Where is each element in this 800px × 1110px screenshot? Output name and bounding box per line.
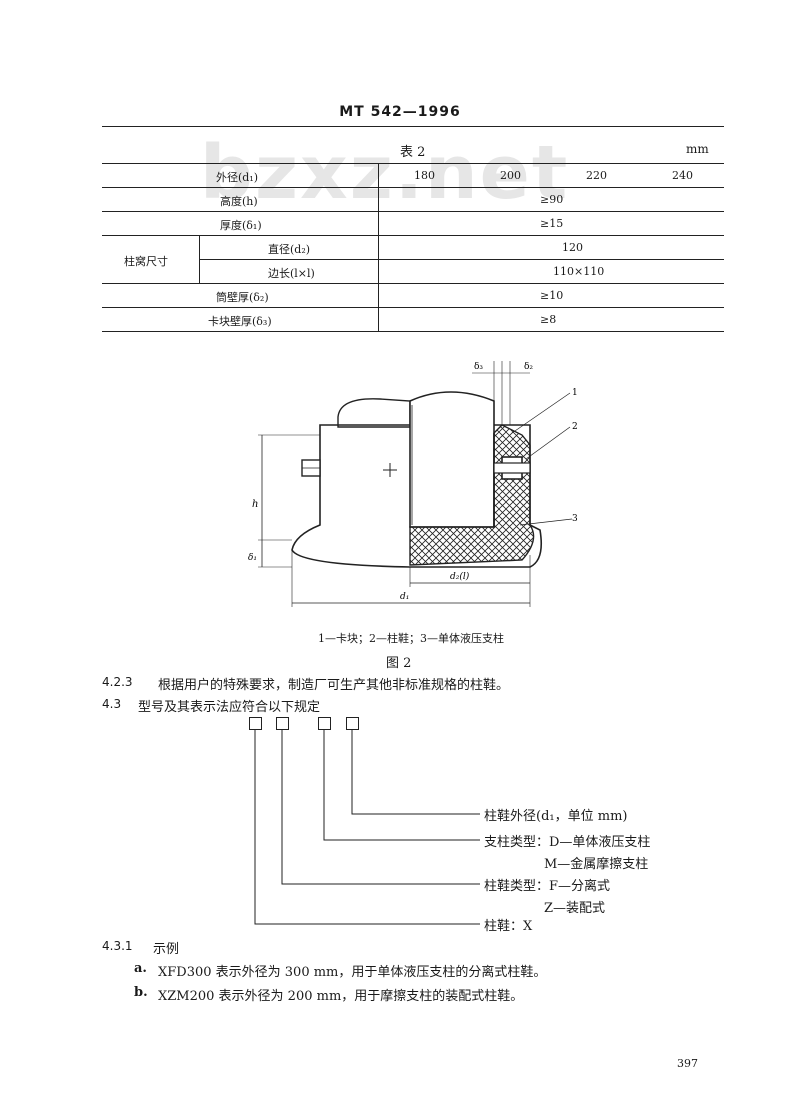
label-1: 1 [572, 388, 578, 398]
example-a-text: XFD300 表示外径为 300 mm，用于单体液压支柱的分离式柱鞋。 [158, 965, 547, 980]
code-desc-shoe-type-z: Z—装配式 [544, 901, 606, 916]
table-col-divider [378, 163, 379, 331]
section-4-2-3-number: 4.2.3 [102, 675, 133, 689]
code-box-shoe-type [276, 717, 289, 730]
figure-2-drawing: δ₃ δ₂ 1 2 3 h δ₁ d₂(l) d₁ [248, 361, 578, 607]
label-delta3: δ₃ [474, 362, 483, 372]
section-4-3-number: 4.3 [102, 697, 122, 711]
cell-height: ≥90 [540, 193, 564, 206]
example-b-text: XZM200 表示外径为 200 mm，用于摩擦支柱的装配式柱鞋。 [158, 989, 524, 1004]
cell-outer-240: 240 [672, 169, 693, 182]
code-desc-outer-diameter: 柱鞋外径(d₁，单位 mm) [484, 809, 628, 824]
cell-diameter: 120 [562, 241, 583, 254]
row-label-diameter: 直径(d₂) [268, 243, 311, 256]
table-rule [102, 283, 724, 284]
section-4-3-1-title: 示例 [153, 942, 180, 957]
row-label-thickness: 厚度(δ₁) [220, 219, 262, 232]
code-desc-shoe: 柱鞋：X [484, 919, 533, 934]
cell-outer-220: 220 [586, 169, 607, 182]
table-rule-top [102, 163, 724, 164]
label-d1: d₁ [400, 592, 409, 602]
code-desc-prop-type-d: 支柱类型：D—单体液压支柱 [484, 835, 651, 850]
label-2: 2 [572, 422, 578, 432]
row-label-socket: 柱窝尺寸 [124, 255, 168, 268]
figure-legend: 1—卡块；2—柱鞋；3—单体液压支柱 [318, 632, 504, 645]
row-label-tube-wall: 筒壁厚(δ₂) [216, 291, 269, 304]
shoe-cap [337, 398, 411, 428]
row-label-height: 高度(h) [220, 195, 258, 208]
code-box-outer-diameter [346, 717, 359, 730]
label-3: 3 [572, 514, 578, 524]
cell-outer-180: 180 [414, 169, 435, 182]
label-h: h [252, 499, 258, 510]
table-rule [102, 307, 724, 308]
row-label-outer-diameter: 外径(d₁) [216, 171, 259, 184]
cell-tube-wall: ≥10 [540, 289, 564, 302]
section-4-3-text: 型号及其表示法应符合以下规定 [138, 700, 321, 715]
row-label-block-wall: 卡块壁厚(δ₃) [208, 315, 272, 328]
cell-side: 110×110 [553, 265, 605, 278]
table-caption: 表 2 [400, 145, 426, 160]
table-unit: mm [686, 142, 709, 156]
example-a-marker: a. [134, 961, 147, 976]
example-b-marker: b. [134, 985, 148, 1000]
watermark: bzxz.net [200, 130, 570, 216]
code-desc-prop-type-m: M—金属摩擦支柱 [544, 857, 649, 872]
label-delta2: δ₂ [524, 362, 533, 372]
label-d2l: d₂(l) [450, 571, 470, 582]
table-rule [199, 259, 724, 260]
code-desc-shoe-type-f: 柱鞋类型：F—分离式 [484, 879, 611, 894]
figure-caption: 图 2 [386, 656, 412, 671]
table-2: 表 2 mm 外径(d₁) 180 200 220 240 高度(h) ≥90 … [0, 0, 800, 340]
standard-code: MT 542—1996 [339, 104, 461, 120]
cell-thickness: ≥15 [540, 217, 564, 230]
row-label-side: 边长(l×l) [268, 267, 315, 280]
header-rule [102, 126, 724, 127]
prop-column [409, 391, 495, 528]
table-rule [102, 211, 724, 212]
code-box-prop-type [318, 717, 331, 730]
label-delta1: δ₁ [248, 553, 257, 563]
table-rule [102, 235, 724, 236]
cell-block-wall: ≥8 [540, 313, 557, 326]
table-rule-bottom [102, 331, 724, 332]
model-code-connectors [254, 730, 480, 925]
shoe-body [291, 424, 543, 568]
section-4-2-3-text: 根据用户的特殊要求，制造厂可生产其他非标准规格的柱鞋。 [158, 678, 510, 693]
code-box-shoe [249, 717, 262, 730]
table-rule [102, 187, 724, 188]
section-4-3-1-number: 4.3.1 [102, 939, 133, 953]
cell-outer-200: 200 [500, 169, 521, 182]
table-col-divider [199, 235, 200, 283]
page-number: 397 [677, 1057, 698, 1070]
